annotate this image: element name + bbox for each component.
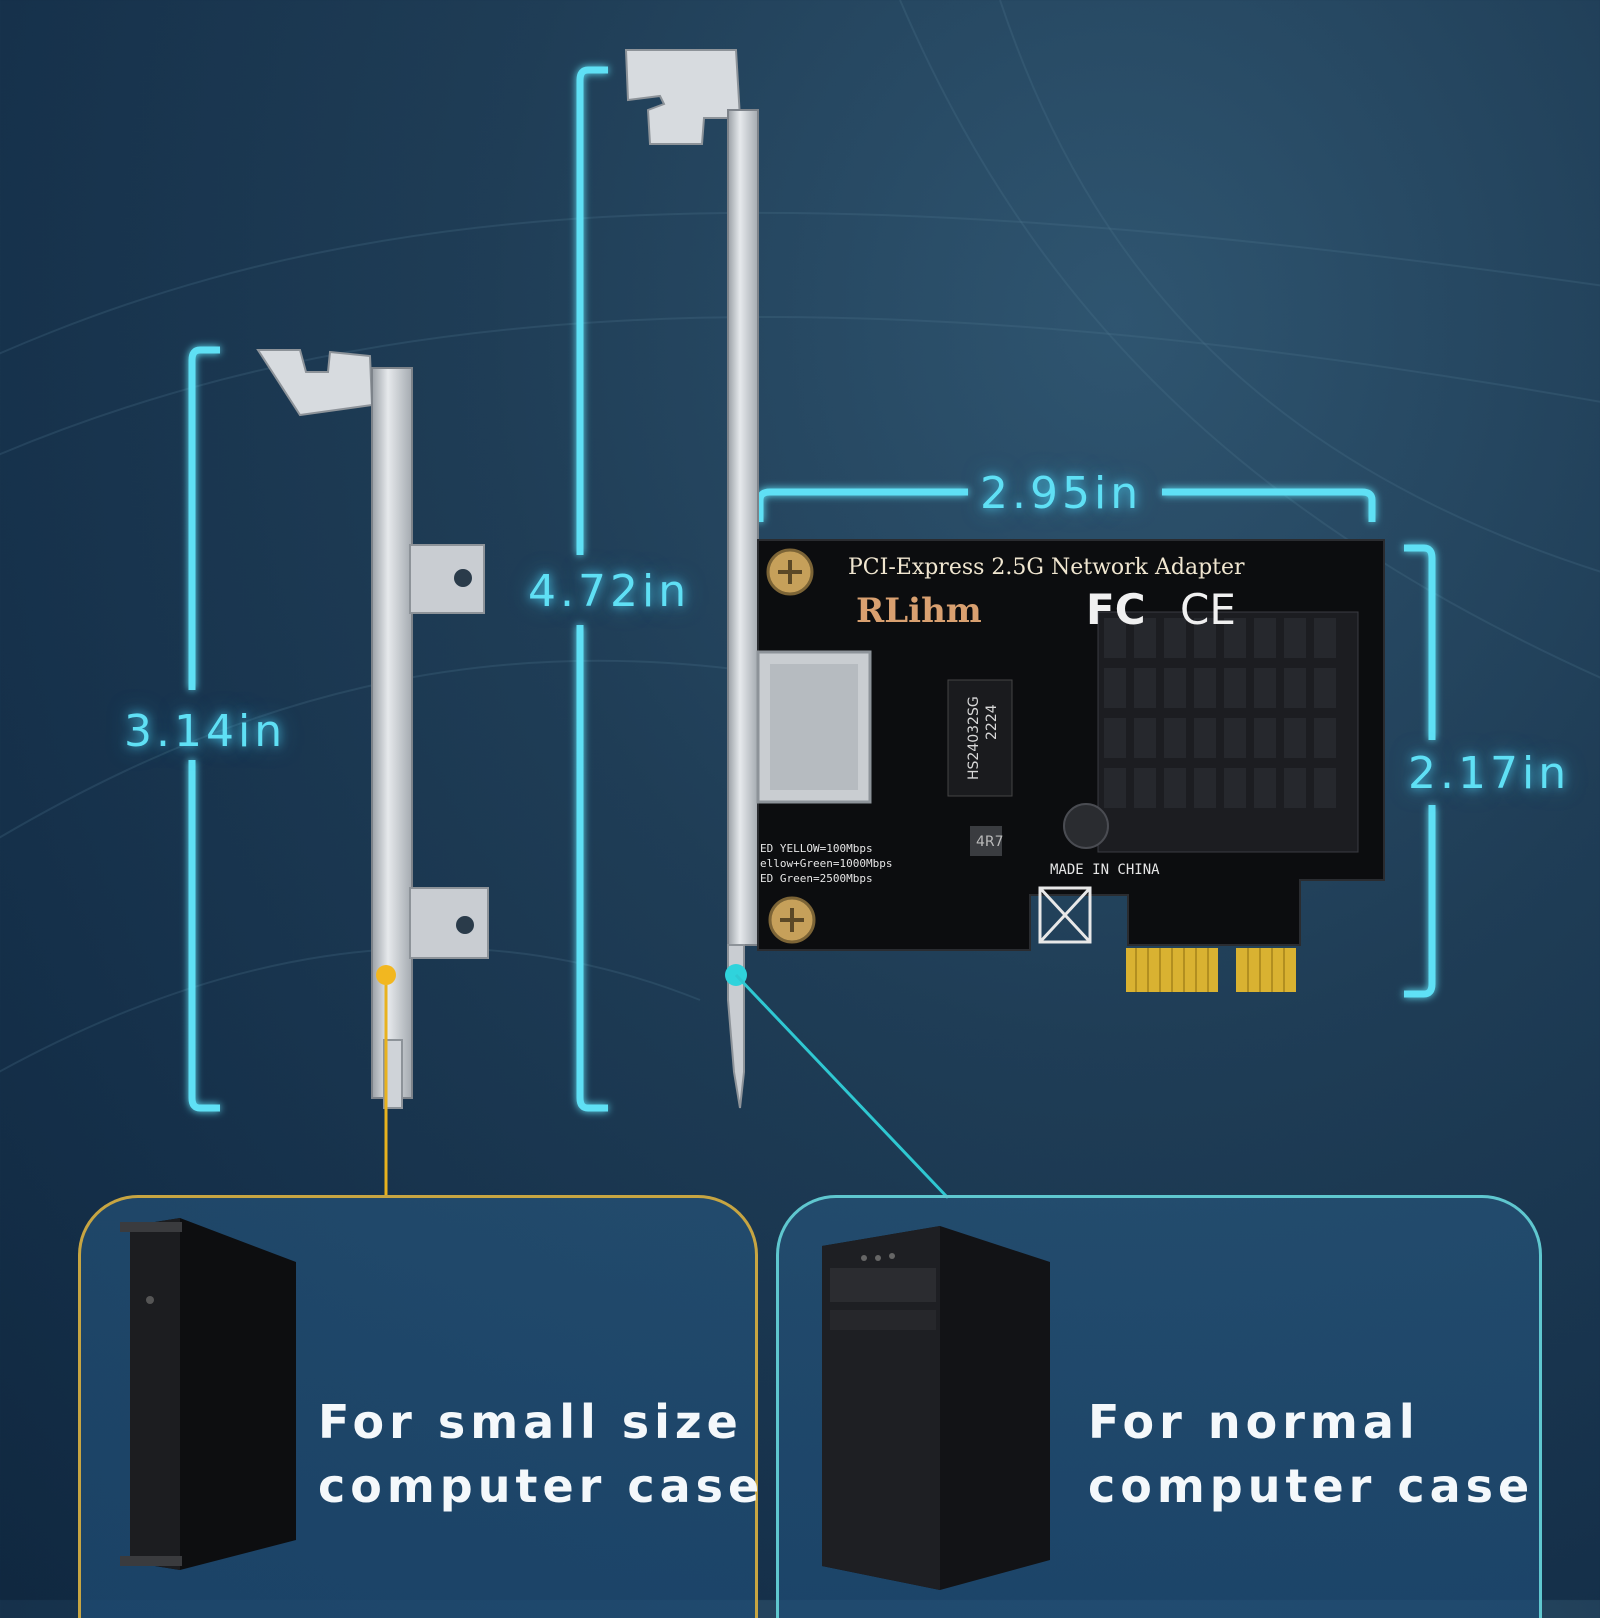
bracket-low-profile <box>188 346 220 690</box>
led-legend-2: ellow+Green=1000Mbps <box>760 857 892 870</box>
small-case-caption: For small size computer case <box>318 1395 765 1513</box>
small-computer-case-icon <box>120 1218 296 1570</box>
card-brand: RLihm <box>856 591 982 631</box>
normal-computer-case-icon <box>822 1226 1050 1590</box>
led-legend-3: ED Green=2500Mbps <box>760 872 873 885</box>
card-height-label: 2.17in <box>1408 748 1571 799</box>
chip-code: 2224 <box>984 704 1000 740</box>
low-profile-height-label: 3.14in <box>124 706 287 757</box>
normal-case-caption: For normal computer case <box>1088 1395 1535 1513</box>
cert-ce: CE <box>1180 585 1236 634</box>
card-width-label: 2.95in <box>980 468 1143 519</box>
inductor-code: 4R7 <box>976 834 1004 850</box>
card-title: PCI-Express 2.5G Network Adapter <box>848 555 1245 580</box>
origin-label: MADE IN CHINA <box>1050 862 1160 878</box>
led-legend-1: ED YELLOW=100Mbps <box>760 842 873 855</box>
bracket-full-height <box>576 66 608 555</box>
bracket-card-height <box>1404 544 1436 740</box>
cert-fc: FC <box>1086 585 1146 634</box>
chip-label: HS24032SG <box>966 696 982 780</box>
full-height-label: 4.72in <box>528 566 691 617</box>
bracket-card-width <box>756 488 968 522</box>
